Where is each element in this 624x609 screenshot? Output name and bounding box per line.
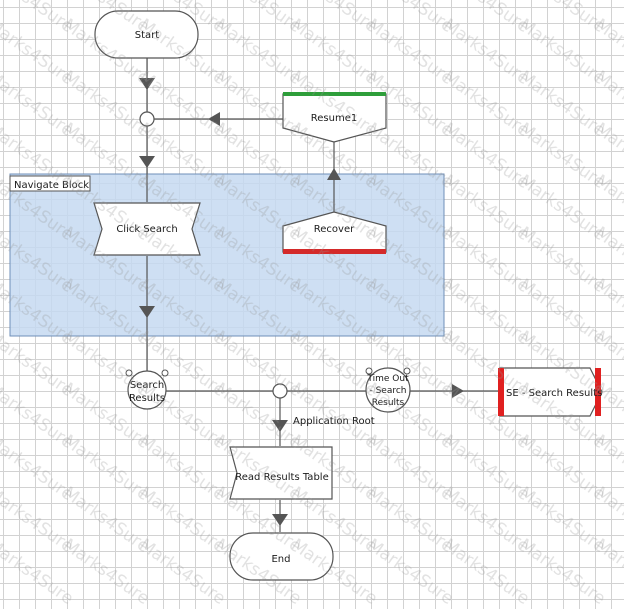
arrowhead-down-5 — [272, 514, 288, 526]
timeout-line3: Results — [372, 398, 405, 408]
read-results-table-node[interactable]: Read Results Table — [229, 446, 333, 500]
recover-node[interactable]: Recover — [282, 211, 387, 254]
navigate-block-label: Navigate Block — [14, 180, 89, 191]
recover-red-bar — [283, 249, 386, 254]
read-results-table-label: Read Results Table — [235, 472, 328, 483]
arrowhead-left-resume — [208, 112, 220, 126]
resume1-node[interactable]: Resume1 — [282, 92, 387, 143]
search-results-line1: Search — [130, 380, 164, 391]
arrowheads — [139, 78, 464, 526]
resume1-label: Resume1 — [311, 113, 357, 124]
start-node[interactable]: Start — [94, 10, 199, 59]
arrowhead-up-recover — [327, 168, 341, 180]
junction-circle-bottom[interactable] — [272, 383, 288, 399]
click-search-label: Click Search — [116, 224, 177, 235]
se-red-bar-right — [595, 368, 601, 416]
timeout-line1: Time Out — [366, 374, 409, 384]
application-root-label: Application Root — [293, 416, 375, 427]
recover-label: Recover — [314, 224, 355, 235]
navigate-block[interactable]: Navigate Block — [9, 173, 445, 337]
arrowhead-down-3 — [139, 306, 155, 318]
search-results-node[interactable]: Search Results — [125, 369, 169, 410]
se-search-results-node[interactable]: SE - Search Results — [498, 367, 603, 417]
arrowhead-down-4 — [272, 420, 288, 432]
timeout-line2: - Search — [369, 386, 406, 396]
arrowhead-down-2 — [139, 156, 155, 168]
end-node[interactable]: End — [229, 532, 334, 581]
timeout-node[interactable]: Time Out - Search Results — [365, 367, 411, 413]
se-search-results-label: SE - Search Results — [506, 388, 602, 399]
junction-circle-top[interactable] — [139, 111, 155, 127]
end-label: End — [271, 554, 290, 565]
se-red-bar-left — [498, 368, 504, 416]
start-label: Start — [135, 30, 160, 41]
arrowhead-right-se — [452, 384, 464, 398]
resume1-green-bar — [283, 92, 386, 96]
arrowhead-down-1 — [139, 78, 155, 90]
search-results-line2: Results — [129, 393, 165, 404]
click-search-node[interactable]: Click Search — [93, 202, 201, 256]
